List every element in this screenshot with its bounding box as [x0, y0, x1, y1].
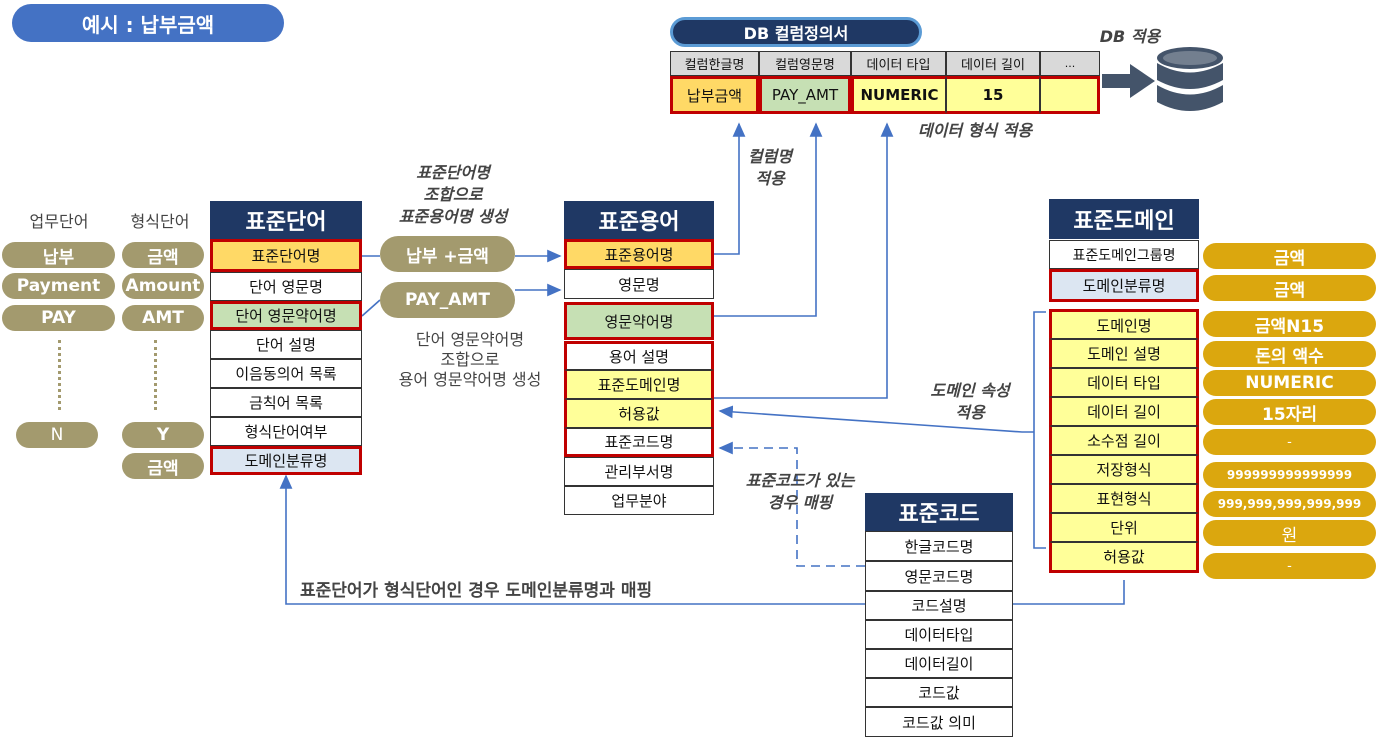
std-word-row: 단어 영문약어명 [210, 301, 362, 330]
std-code-row: 코드값 의미 [865, 707, 1013, 737]
word-combine-pill: 납부 +금액 [380, 236, 515, 272]
example-title: 예시 : 납부금액 [12, 4, 284, 42]
data-type-apply-label: 데이터 형식 적용 [917, 121, 1033, 140]
std-word-row: 형식단어여부 [210, 417, 362, 446]
std-term-row: 표준코드명 [564, 428, 714, 457]
business-word: Payment [2, 273, 115, 299]
business-word: N [16, 422, 98, 448]
std-term-row: 영문약어명 [564, 302, 714, 340]
std-term-row: 업무분야 [564, 486, 714, 515]
domain-value: NUMERIC [1203, 370, 1376, 396]
database-icon [1157, 47, 1223, 111]
std-code-row: 코드값 [865, 678, 1013, 707]
format-word-header: 형식단어 [130, 212, 190, 231]
format-word: AMT [122, 305, 204, 331]
std-term-row: 허용값 [564, 399, 714, 428]
std-domain-row: 도메인 설명 [1049, 339, 1199, 368]
std-domain-row: 허용값 [1049, 542, 1199, 573]
arrow-domain-attrs [720, 311, 1046, 549]
std-word-row: 표준단어명 [210, 239, 362, 272]
domain-value: - [1203, 553, 1376, 579]
std-code-row: 한글코드명 [865, 531, 1013, 561]
arrow-term-to-colname [714, 122, 746, 255]
db-header-length: 데이터 길이 [946, 51, 1040, 76]
domain-value: 원 [1203, 520, 1376, 546]
arrow-domain-to-datatype [714, 122, 894, 399]
std-domain-row: 데이터 길이 [1049, 397, 1199, 426]
std-word-row: 이음동의어 목록 [210, 359, 362, 388]
std-word-row: 도메인분류명 [210, 446, 362, 475]
format-word: 금액 [122, 242, 204, 268]
abbr-combine-pill: PAY_AMT [380, 282, 515, 318]
domain-value: 15자리 [1203, 399, 1376, 425]
std-domain-title: 표준도메인 [1049, 199, 1199, 239]
std-domain-row: 저장형식 [1049, 455, 1199, 484]
std-word-row: 단어 영문명 [210, 272, 362, 301]
db-header-eng: 컬럼영문명 [759, 51, 851, 76]
std-term-row: 용어 설명 [564, 341, 714, 370]
domain-value: 999,999,999,999,999 [1203, 491, 1376, 517]
std-code-row: 영문코드명 [865, 561, 1013, 591]
db-value-more [1040, 76, 1100, 114]
std-term-row: 영문명 [564, 269, 714, 299]
bottom-mapping-label: 표준단어가 형식단어인 경우 도메인분류명과 매핑 [300, 581, 653, 601]
format-word: Y [122, 422, 204, 448]
continuation-dots [154, 340, 157, 410]
db-header-type: 데이터 타입 [851, 51, 946, 76]
std-code-row: 코드설명 [865, 591, 1013, 620]
std-word-row: 금칙어 목록 [210, 388, 362, 417]
std-domain-row: 표현형식 [1049, 484, 1199, 513]
std-domain-row: 단위 [1049, 513, 1199, 542]
std-domain-row: 데이터 타입 [1049, 368, 1199, 397]
domain-value: 금액 [1203, 275, 1376, 301]
std-word-row: 단어 설명 [210, 330, 362, 359]
domain-value: 금액N15 [1203, 311, 1376, 337]
db-header-kor: 컬럼한글명 [670, 51, 759, 76]
arrow-code-mapping [718, 441, 865, 567]
db-value-kor: 납부금액 [670, 76, 759, 114]
std-word-title: 표준단어 [210, 201, 362, 239]
db-value-type: NUMERIC [851, 76, 946, 114]
domain-value: 999999999999999 [1203, 462, 1376, 488]
format-word: Amount [122, 273, 204, 299]
format-word: 금액 [122, 453, 204, 479]
std-domain-row: 도메인명 [1049, 309, 1199, 339]
db-apply-label: DB 적용 [1099, 27, 1161, 46]
std-code-row: 데이터타입 [865, 620, 1013, 649]
domain-value: 돈의 액수 [1203, 341, 1376, 367]
db-value-eng: PAY_AMT [759, 76, 851, 114]
std-term-title: 표준용어 [564, 201, 714, 239]
std-term-row: 표준도메인명 [564, 370, 714, 399]
db-value-length: 15 [946, 76, 1040, 114]
std-domain-row: 표준도메인그룹명 [1049, 240, 1199, 269]
db-spec-title: DB 컬럼정의서 [670, 17, 922, 47]
std-code-title: 표준코드 [865, 493, 1013, 531]
business-word: 납부 [2, 242, 115, 268]
db-header-more: ... [1040, 51, 1100, 76]
business-word: PAY [2, 305, 115, 331]
arrow-bottom-mapping [279, 474, 1125, 605]
std-domain-row: 도메인분류명 [1049, 269, 1199, 302]
std-term-row: 표준용어명 [564, 239, 714, 269]
domain-value: 금액 [1203, 243, 1376, 269]
business-word-header: 업무단어 [29, 212, 89, 231]
continuation-dots [58, 340, 61, 410]
std-code-row: 데이터길이 [865, 649, 1013, 678]
domain-value: - [1203, 429, 1376, 455]
std-term-row: 관리부서명 [564, 457, 714, 486]
std-domain-row: 소수점 길이 [1049, 426, 1199, 455]
arrow-abbr-to-combine2 [361, 299, 381, 317]
arrow-abbr-to-colabbr [714, 122, 823, 317]
